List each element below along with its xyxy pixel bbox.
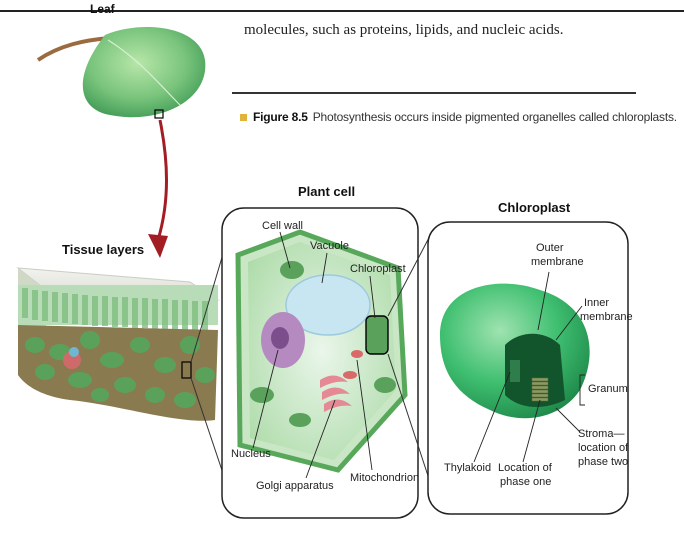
label-phase-one-line2: phase one xyxy=(500,476,551,489)
zoom-arrow xyxy=(148,120,168,258)
label-stroma-line1: Stroma— xyxy=(578,428,624,441)
label-golgi-apparatus: Golgi apparatus xyxy=(256,480,334,493)
chloroplast-title: Chloroplast xyxy=(498,200,570,215)
label-outer-membrane-line1: Outer xyxy=(536,242,564,255)
label-inner-membrane-line1: Inner xyxy=(584,297,609,310)
chloroplast-zoom-rect xyxy=(366,316,388,354)
label-mitochondrion: Mitochondrion xyxy=(350,472,419,485)
tissue-layers-title: Tissue layers xyxy=(62,242,144,257)
label-outer-membrane-line2: membrane xyxy=(531,256,584,269)
plant-cell-title: Plant cell xyxy=(298,184,355,199)
label-phase-one-line1: Location of xyxy=(498,462,552,475)
label-inner-membrane-line2: membrane xyxy=(580,311,633,324)
leaf-illustration xyxy=(38,27,205,118)
label-granum: Granum xyxy=(588,383,628,396)
label-nucleus: Nucleus xyxy=(231,448,271,461)
leaf-title: Leaf xyxy=(90,2,115,16)
label-chloroplast: Chloroplast xyxy=(350,263,406,276)
label-thylakoid: Thylakoid xyxy=(444,462,491,475)
label-cell-wall: Cell wall xyxy=(262,220,303,233)
label-stroma-line3: phase two xyxy=(578,456,628,469)
label-vacuole: Vacuole xyxy=(310,240,349,253)
tissue-layers-illustration xyxy=(18,268,218,421)
label-stroma-line2: location of xyxy=(578,442,628,455)
